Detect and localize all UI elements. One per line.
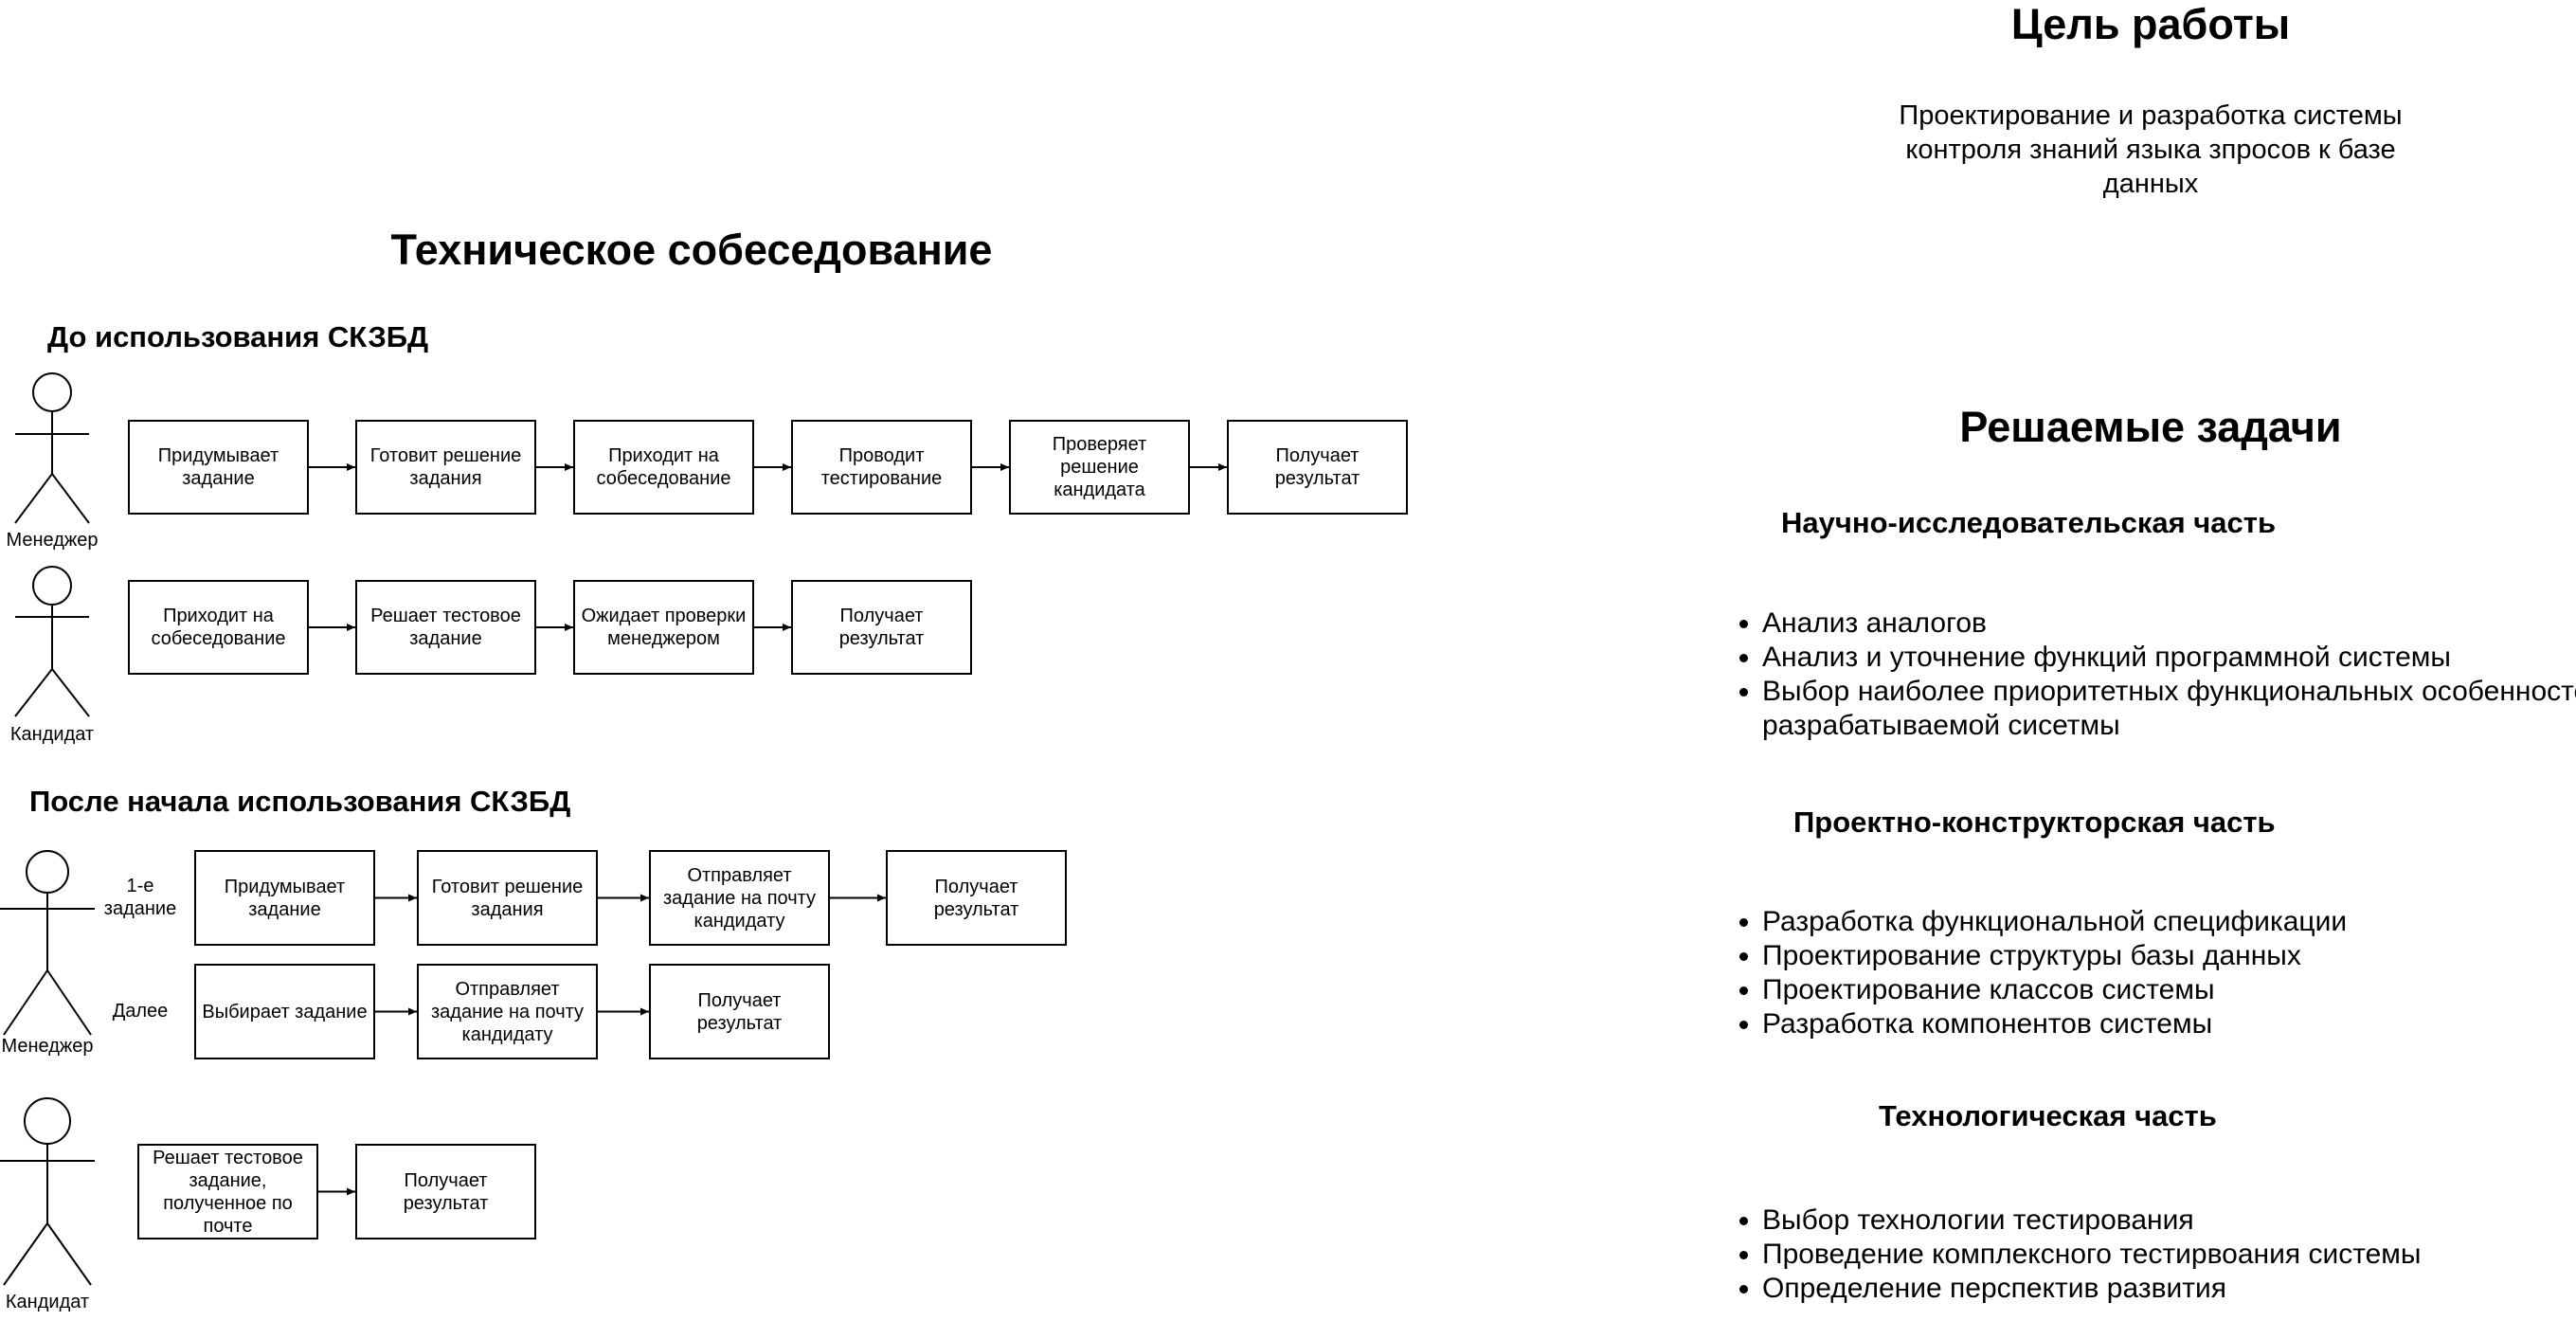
actor-figure-before-candidate [14,566,90,717]
before-heading: До использования СКЗБД [47,320,429,353]
actor-label-after-candidate: Кандидат [5,1292,90,1312]
after-first-step-4: Получает результат [886,850,1067,946]
before-manager-step-2: Готовит решение задания [355,420,536,515]
before-candidate-step-4: Получает результат [791,580,972,675]
after-candidate-step-2: Получает результат [355,1144,536,1239]
after-heading: После начала использования СКЗБД [29,785,571,818]
goal-text: Проектирование и разработка системы конт… [1899,100,2403,199]
before-manager-step-3: Приходит на собеседование [573,420,754,515]
after-first-task-label: 1-е задание [103,876,177,919]
before-manager-step-5: Проверяет решение кандидата [1009,420,1190,515]
research-task-item: Анализ и уточнение функций программной с… [1762,641,2576,675]
diagram-title: Техническое собеседование [390,226,993,274]
design-task-list: Разработка функциональной спецификации П… [1730,905,2576,1041]
actor-label-before-manager: Менеджер [6,530,99,551]
actor-label-before-candidate: Кандидат [9,724,95,745]
after-next-step-2: Отправляет задание на почту кандидату [417,964,598,1059]
design-task-item: Разработка функциональной спецификации [1762,905,2576,939]
actor-figure-after-candidate [0,1097,95,1286]
actor-label-after-manager: Менеджер [1,1036,94,1057]
design-task-item: Проектирование структуры базы данных [1762,939,2576,973]
after-next-label: Далее [112,1001,169,1022]
tasks-title: Решаемые задачи [1959,403,2342,451]
before-manager-step-6: Получает результат [1227,420,1408,515]
before-candidate-step-1: Приходит на собеседование [128,580,309,675]
actor-figure-before-manager [14,372,90,524]
before-candidate-step-3: Ожидает проверки менеджером [573,580,754,675]
research-task-list: Анализ аналогов Анализ и уточнение функц… [1730,606,2576,743]
actor-figure-after-manager [0,850,95,1036]
after-first-step-3: Отправляет задание на почту кандидату [649,850,830,946]
tech-task-item: Выбор технологии тестирования [1762,1203,2576,1238]
before-manager-step-4: Проводит тестирование [791,420,972,515]
after-first-step-2: Готовит решение задания [417,850,598,946]
design-section-title: Проектно-конструкторская часть [1793,805,2276,839]
after-candidate-step-1: Решает тестовое задание, полученное по п… [137,1144,318,1239]
before-manager-step-1: Придумывает задание [128,420,309,515]
tech-section-title: Технологическая часть [1879,1099,2217,1132]
after-next-step-1: Выбирает задание [194,964,375,1059]
after-next-step-3: Получает результат [649,964,830,1059]
research-task-item: Анализ аналогов [1762,606,2576,641]
before-candidate-step-2: Решает тестовое задание [355,580,536,675]
after-first-step-1: Придумывает задание [194,850,375,946]
goal-title: Цель работы [2010,0,2291,48]
research-task-item: Выбор наиболее приоритетных функциональн… [1762,675,2576,743]
tech-task-list: Выбор технологии тестирования Проведение… [1730,1203,2576,1306]
design-task-item: Разработка компонентов системы [1762,1007,2576,1041]
tech-task-item: Проведение комплексного тестирвоания сис… [1762,1238,2576,1272]
tech-task-item: Определение перспектив развития [1762,1272,2576,1306]
design-task-item: Проектирование классов системы [1762,973,2576,1007]
research-section-title: Научно-исследовательская часть [1781,506,2277,539]
